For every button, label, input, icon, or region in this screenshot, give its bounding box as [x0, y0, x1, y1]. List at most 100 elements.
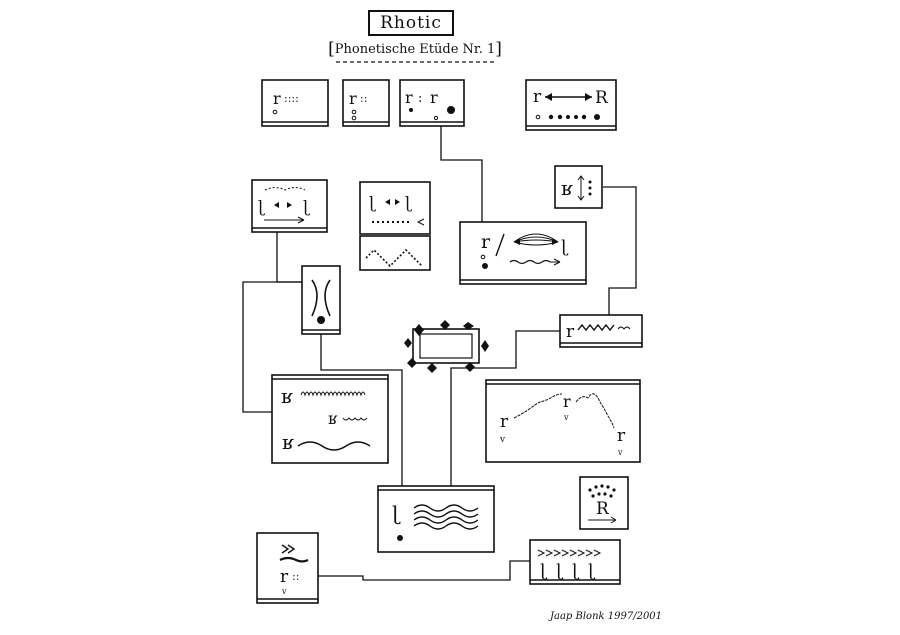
connector-bottom: [317, 560, 531, 581]
pitch-contour: [513, 393, 563, 419]
retroflex-glyph: ɭ: [588, 561, 596, 581]
box-retroflex-dots-content: ɭ ɭ: [369, 193, 425, 226]
connector-left-trunk: [242, 281, 303, 413]
box-shadows: [252, 121, 642, 600]
trill-zigzag: [577, 323, 615, 332]
fricative-glyph: ʁ: [561, 176, 573, 200]
connectors: [242, 126, 637, 581]
arrow-head: [297, 216, 305, 224]
arrow-heads: [385, 199, 400, 205]
box-retroflex-row-content: ɭ ɭ ɭ ɭ: [537, 549, 602, 581]
r-glyph: r: [566, 322, 575, 342]
box-r-tap: [399, 79, 465, 127]
r-glyph: r: [500, 412, 509, 432]
tight-wave: [300, 391, 366, 397]
box-r-trill: [559, 314, 643, 348]
subtitle-close-bracket: ]: [495, 39, 502, 59]
dotted-arc: [264, 187, 306, 191]
box-R-dots-content: R: [588, 484, 617, 524]
v-mark: v: [499, 435, 506, 445]
colon-short: ::: [292, 570, 299, 583]
pitch-contour: [575, 393, 615, 429]
r-glyph: r: [273, 89, 281, 108]
v-mark: v: [563, 413, 569, 422]
box-r-small-arrow: [256, 532, 319, 604]
box-r-melody: [485, 379, 641, 463]
box-r-trill-content: r: [566, 322, 631, 342]
box-fricative-vertical-content: ʁ: [561, 175, 592, 201]
retroflex-glyph: ɭ: [405, 193, 412, 212]
small-circle-mark: [433, 115, 439, 121]
colon-short: ::: [360, 92, 367, 105]
connector-trill-box: [450, 330, 560, 487]
zigzag-wave: [365, 248, 423, 268]
box-zigzag: [359, 235, 431, 271]
dot-mark: [447, 106, 455, 114]
box-retroflex-row: [529, 539, 621, 585]
box-r-arrow-R: [525, 79, 617, 131]
subtitle: [ Phonetische Etüde Nr. 1 ]: [328, 38, 502, 60]
box-diamond-content: [404, 320, 489, 373]
arrow-head: [416, 218, 425, 226]
box-r-short-colons: [342, 79, 390, 127]
r-glyph: r: [430, 88, 438, 107]
connector-ledger-box: [276, 232, 303, 283]
retroflex-glyph: ɭ: [258, 197, 265, 216]
box-r-short-colons-content: r ::: [349, 89, 367, 121]
small-circle-mark: [351, 115, 357, 121]
retroflex-glyph: ɭ: [556, 561, 564, 581]
r-glyph: r: [349, 89, 357, 108]
subtitle-text: Phonetische Etüde Nr. 1: [334, 41, 496, 57]
vertical-double-arrow: [577, 175, 585, 201]
retroflex-glyph: ɭ: [572, 561, 580, 581]
r-glyph: r: [563, 392, 571, 411]
arrow-heads: [274, 202, 292, 208]
retroflex-glyph: ɭ: [561, 237, 569, 257]
r-glyph: r: [280, 567, 289, 587]
R-glyph: R: [595, 88, 609, 108]
connector-r-tap-box: [440, 126, 483, 222]
fricative-glyph: ʁ: [281, 384, 293, 408]
box-r-colons-content: r ::::: [272, 89, 299, 115]
title-box: Rhotic: [368, 10, 454, 36]
subtitle-open-bracket: [: [328, 39, 335, 59]
r-glyph: r: [481, 231, 491, 253]
box-fricative-waves-content: ʁ ʁ ʁ: [281, 384, 371, 454]
slow-wave: [297, 441, 371, 451]
box-retroflex-waves: [377, 485, 495, 553]
box-x-curve-content: [311, 279, 331, 324]
small-circle-mark: [351, 109, 357, 115]
x-curve: [311, 279, 331, 317]
connector-fricative-box: [603, 186, 637, 317]
v-mark: v: [281, 587, 287, 596]
box-r-tap-content: r : r: [405, 88, 455, 121]
box-r-small-arrow-content: r :: v: [279, 544, 309, 596]
title: Rhotic: [380, 13, 442, 33]
r-glyph: r: [533, 87, 542, 107]
box-r-arrow-R-content: r R: [533, 87, 609, 120]
fricative-glyph: ʁ: [282, 430, 294, 454]
colon: :: [418, 91, 422, 106]
r-glyph: r: [617, 426, 626, 446]
colon-dots: ::::: [284, 92, 299, 105]
retroflex-glyph: ɭ: [369, 193, 376, 212]
box-retroflex-dots: [359, 181, 431, 235]
small-circle-mark: [535, 114, 541, 120]
box-retroflex-arrows-content: ɭ ɭ: [258, 187, 310, 224]
box-r-slash: [459, 221, 587, 285]
arc-bundle: [513, 233, 559, 246]
box-retroflex-waves-content: ɭ: [392, 501, 479, 541]
fricative-glyph: ʁ: [328, 409, 338, 428]
box-r-colons: [261, 79, 329, 127]
box-fricative-vertical: [554, 165, 603, 209]
retroflex-glyph: ɭ: [303, 197, 310, 216]
small-circle-mark: [272, 109, 278, 115]
retroflex-glyph: ɭ: [540, 561, 548, 581]
v-mark: v: [617, 448, 623, 457]
box-fricative-waves: [271, 374, 389, 464]
dot-mark: [409, 108, 413, 112]
signature: Jaap Blonk 1997/2001: [550, 611, 663, 622]
box-r-slash-content: r ɭ: [480, 231, 569, 269]
